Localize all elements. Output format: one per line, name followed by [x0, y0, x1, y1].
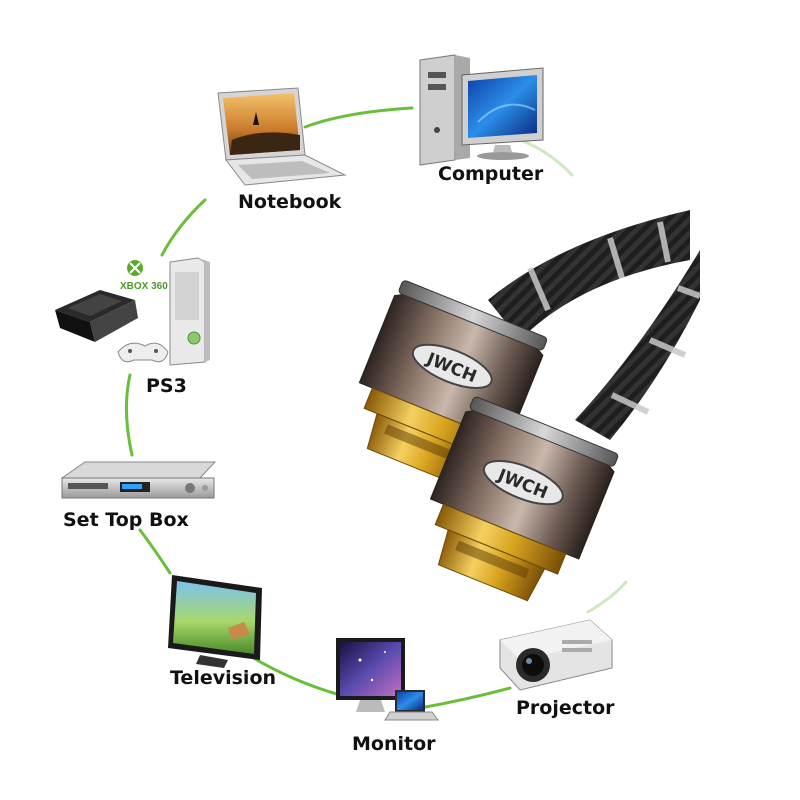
monitor-icon: [336, 638, 439, 721]
projector-icon: [499, 619, 613, 691]
computer-icon: [419, 54, 544, 166]
notebook-icon: [217, 87, 347, 186]
television-label: Television: [170, 667, 276, 689]
television-icon: [168, 575, 262, 668]
ps3-console-icon: [55, 290, 138, 342]
game-controller-icon: [117, 342, 169, 363]
computer-label: Computer: [438, 163, 544, 185]
xbox-logo-text: XBOX 360: [120, 281, 168, 292]
hdmi-cable-image: JWCH JWCH: [358, 210, 702, 602]
hdmi-connector-lower: JWCH: [429, 396, 619, 602]
ps3-label: PS3: [146, 375, 187, 397]
connector-projector-fade: [586, 580, 628, 614]
monitor-label: Monitor: [352, 733, 436, 755]
cable-braid-upper: [488, 210, 690, 340]
xbox-logo-icon: [127, 260, 143, 276]
connector-settopbox-television: [138, 528, 172, 575]
connector-notebook-ps3: [160, 198, 207, 257]
set-top-box-icon: [60, 461, 217, 499]
notebook-label: Notebook: [238, 191, 342, 213]
cable-braid-lower: [575, 250, 700, 440]
set-top-box-label: Set Top Box: [63, 509, 189, 531]
connector-monitor-projector: [418, 686, 512, 710]
connector-notebook-computer: [303, 106, 414, 129]
connector-ps3-settopbox: [124, 373, 134, 457]
projector-label: Projector: [516, 697, 615, 719]
xbox-console-icon: [169, 257, 210, 366]
connector-computer-fade: [518, 138, 574, 177]
